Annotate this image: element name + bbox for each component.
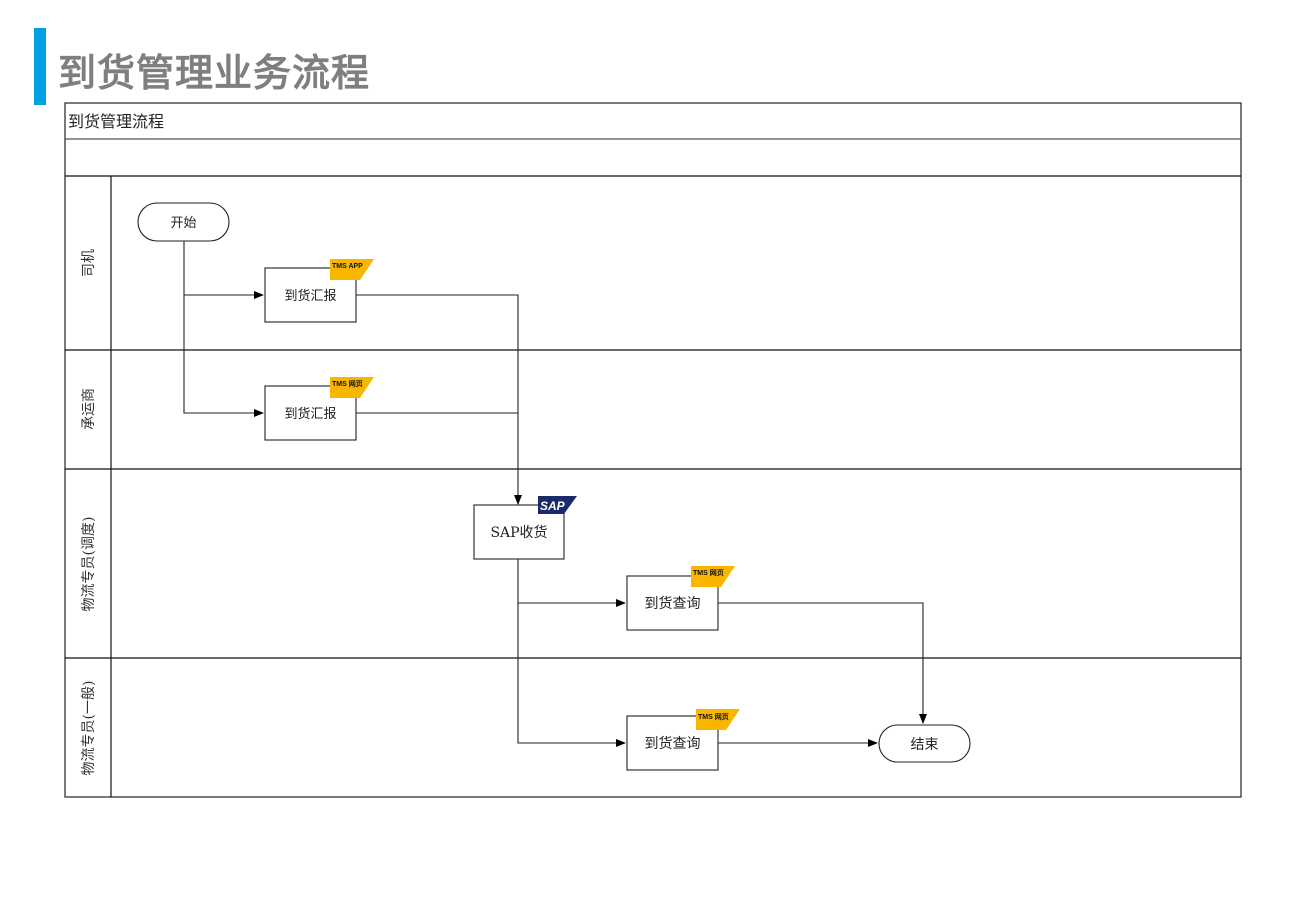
lane-logistics-general: 物流专员(一般) (81, 681, 97, 776)
node-label: 到货汇报 (284, 288, 336, 304)
node-label: 到货查询 (645, 595, 701, 612)
node-arrival-report-driver[interactable]: 到货汇报 TMS APP (264, 259, 374, 323)
tag-label: SAP (540, 499, 566, 513)
page-title: 到货管理业务流程 (58, 51, 371, 95)
tms-web-tag-icon: TMS 网页 (691, 566, 735, 587)
lane-label: 承运商 (81, 388, 97, 430)
lane-logistics-dispatch: 物流专员(调度) (81, 517, 97, 612)
edge-sap-to-query-dispatch (517, 559, 626, 607)
lane-label: 司机 (81, 249, 97, 277)
node-start[interactable]: 开始 (137, 202, 230, 242)
tms-app-tag-icon: TMS APP (330, 259, 374, 280)
lane-driver: 司机 (81, 249, 97, 277)
tms-web-tag-icon: TMS 网页 (330, 377, 374, 398)
terminator-shape (878, 724, 971, 763)
tag-label: TMS APP (332, 263, 363, 270)
node-arrival-query-dispatch[interactable]: 到货查询 TMS 网页 (626, 566, 735, 631)
tms-web-tag-icon: TMS 网页 (696, 709, 740, 730)
connectors (183, 241, 927, 747)
lane-label: 物流专员(调度) (81, 517, 97, 612)
sap-logo-icon: SAP (538, 496, 577, 514)
edge-query-dispatch-to-end (718, 602, 927, 724)
tag-label: TMS 网页 (693, 569, 724, 577)
node-sap-receipt[interactable]: SAP收货 SAP (473, 496, 577, 560)
diagram-title: 到货管理流程 (68, 112, 164, 131)
edge-start-to-report-carrier (183, 295, 264, 417)
terminator-shape (137, 202, 230, 242)
edge-sap-to-query-general (517, 603, 626, 747)
tag-label: TMS 网页 (332, 380, 363, 388)
edge-start-to-report-driver (183, 241, 264, 299)
node-end[interactable]: 结束 (878, 724, 971, 763)
node-label: 开始 (170, 216, 196, 231)
title-accent-bar (34, 28, 46, 105)
node-arrival-report-carrier[interactable]: 到货汇报 TMS 网页 (264, 377, 374, 441)
tag-label: TMS 网页 (698, 713, 729, 721)
lane-label: 物流专员(一般) (81, 681, 97, 776)
node-arrival-query-general[interactable]: 到货查询 TMS 网页 (626, 709, 740, 771)
node-label: 结束 (911, 737, 939, 753)
lane-carrier: 承运商 (81, 388, 97, 430)
node-label: 到货查询 (645, 735, 701, 752)
edge-report-driver-to-sap (356, 294, 522, 505)
diagram-frame (64, 102, 1242, 798)
node-label: SAP收货 (490, 524, 547, 541)
node-label: 到货汇报 (284, 406, 336, 422)
